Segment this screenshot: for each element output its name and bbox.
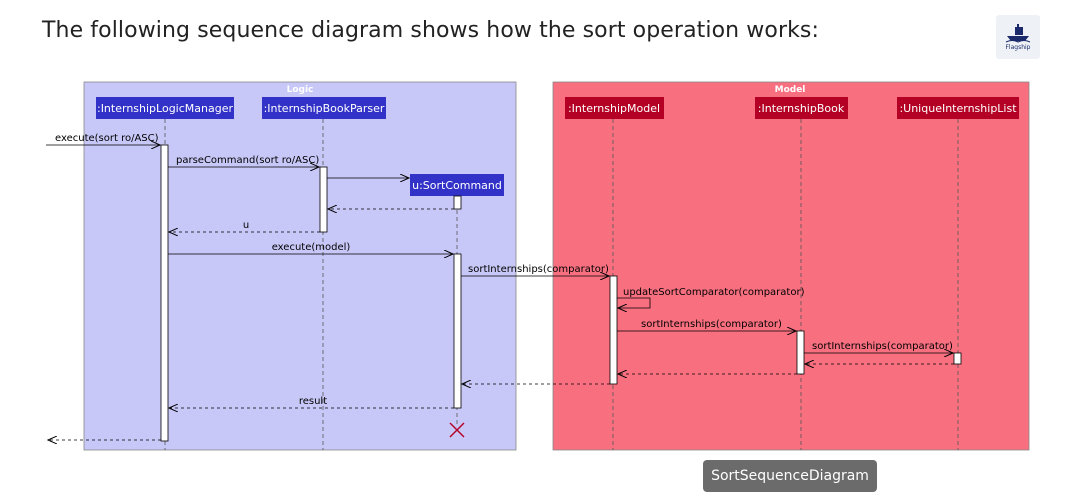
destroy-x-icon	[449, 422, 465, 438]
activation-book	[796, 330, 805, 375]
participant-sort-command	[410, 174, 504, 196]
participant-book-label: :InternshipBook	[758, 102, 845, 115]
participant-unique-list	[897, 97, 1019, 119]
participant-book-parser	[262, 97, 386, 119]
label-parse-command: parseCommand(sort ro/ASC)	[176, 155, 319, 166]
activation-sort-command-2	[453, 253, 462, 409]
participant-unique-list-label: :UniqueInternshipList	[899, 102, 1017, 115]
label-execute-model: execute(model)	[272, 242, 351, 253]
label-sort-internships-3: sortInternships(comparator)	[812, 341, 953, 352]
model-box-title: Model	[775, 85, 806, 95]
participant-logic-manager	[96, 97, 234, 119]
logo-text: Flagship	[1005, 44, 1031, 51]
page-heading: The following sequence diagram shows how…	[42, 18, 820, 43]
flagship-logo: Flagship	[996, 15, 1040, 59]
participant-book-parser-label: :InternshipBookParser	[264, 102, 385, 115]
activation-logic-manager	[160, 144, 169, 442]
activation-unique-list	[953, 352, 962, 365]
participant-model	[565, 97, 664, 119]
arrow-update-comparator	[617, 297, 651, 308]
ship-icon	[1005, 24, 1031, 43]
logic-box-title: Logic	[287, 85, 314, 95]
label-sort-internships-1: sortInternships(comparator)	[468, 264, 609, 275]
label-return-u: u	[243, 220, 249, 231]
label-update-comparator: updateSortComparator(comparator)	[623, 287, 805, 298]
activation-book-parser	[319, 166, 328, 233]
activation-model	[609, 275, 618, 385]
participant-book	[755, 97, 848, 119]
label-sort-internships-2: sortInternships(comparator)	[641, 319, 782, 330]
activation-sort-command-1	[453, 195, 462, 210]
model-box	[552, 81, 1030, 451]
participant-model-label: :InternshipModel	[568, 102, 660, 115]
diagram-caption: SortSequenceDiagram	[703, 460, 877, 492]
label-execute-sort: execute(sort ro/ASC)	[55, 133, 159, 144]
label-result: result	[299, 396, 327, 407]
participant-logic-manager-label: :InternshipLogicManager	[97, 102, 233, 115]
participant-sort-command-label: u:SortCommand	[412, 179, 502, 192]
